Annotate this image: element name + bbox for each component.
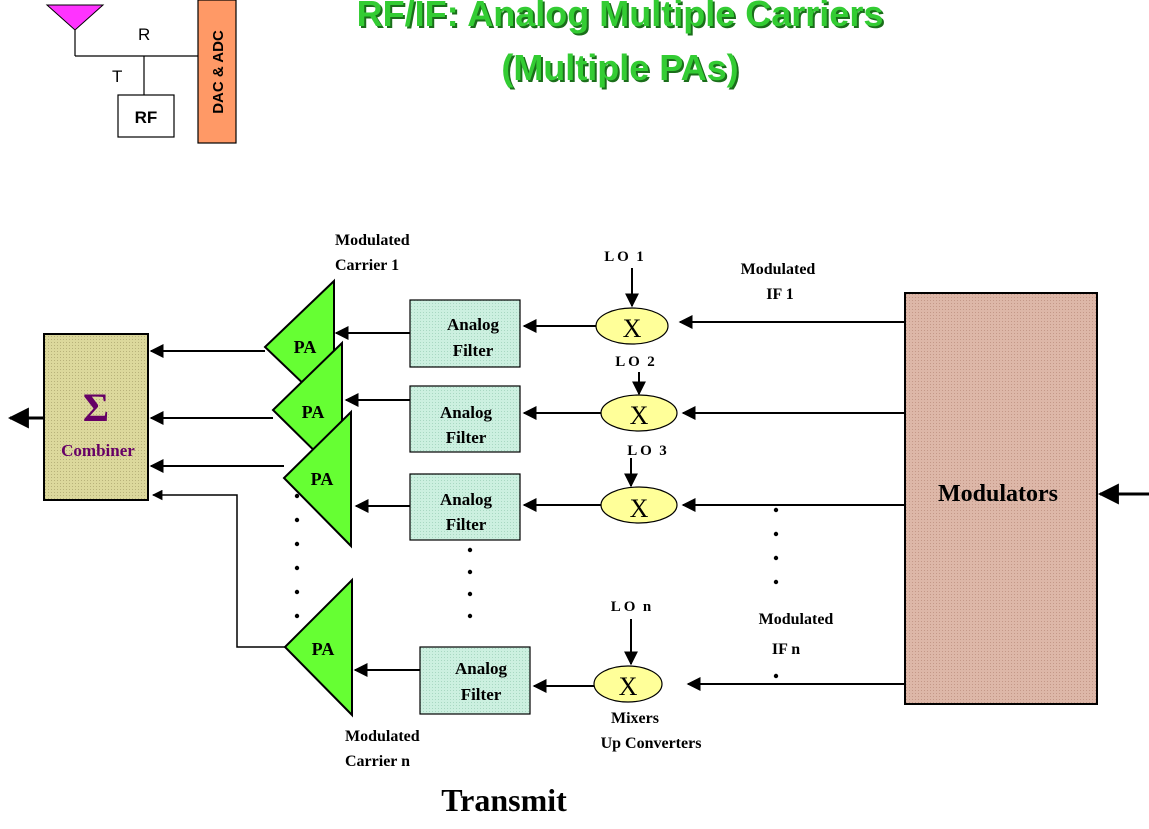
modulated-if-n-line2: IF n xyxy=(772,641,800,658)
combiner-label: Combiner xyxy=(61,441,135,460)
analog-filter-3-line2: Filter xyxy=(446,515,487,534)
modulated-carrier-n-line2: Carrier n xyxy=(345,753,410,770)
dac-adc-label: DAC & ADC xyxy=(210,30,227,114)
transmit-label: Transmit xyxy=(441,782,567,818)
dac-adc-block xyxy=(197,0,237,144)
lo-3-label: L O 3 xyxy=(627,443,667,459)
mixers-label-line2: Up Converters xyxy=(601,735,702,752)
power-amplifier-n xyxy=(283,577,353,718)
page-title-line1: RF/IF: Analog Multiple Carriers xyxy=(357,0,884,34)
power-amplifier-2-label: PA xyxy=(302,402,325,422)
analog-filter-n-line2: Filter xyxy=(461,685,502,704)
analog-filter-3-line1: Analog xyxy=(440,490,492,509)
power-amplifier-n-label: PA xyxy=(312,639,335,659)
analog-filter-n xyxy=(419,646,531,715)
t-label: T xyxy=(112,67,122,86)
mixer-3-symbol: X xyxy=(630,494,649,523)
rf-block xyxy=(117,94,175,138)
ellipsis-dots xyxy=(294,493,779,679)
mixer-2-symbol: X xyxy=(630,401,649,430)
modulators-label: Modulators xyxy=(938,481,1058,507)
analog-filter-2 xyxy=(409,385,521,453)
power-amplifier-3-label: PA xyxy=(311,469,334,489)
sigma-icon: Σ xyxy=(83,385,109,430)
antenna-icon xyxy=(45,4,105,31)
lo-2-label: L O 2 xyxy=(615,354,655,370)
rf-section-icon: R T RF DAC & ADC xyxy=(45,0,237,144)
modulated-carrier-1-line2: Carrier 1 xyxy=(335,257,399,274)
modulated-if-1-line2: IF 1 xyxy=(766,286,793,303)
mixers-label-line1: Mixers xyxy=(611,710,659,727)
analog-filter-2-line1: Analog xyxy=(440,403,492,422)
r-label: R xyxy=(138,25,150,44)
rf-label: RF xyxy=(135,108,158,127)
page-title-line2: (Multiple PAs) xyxy=(501,47,738,88)
combiner-block: Σ Combiner xyxy=(43,333,149,501)
power-amplifier-3 xyxy=(282,409,352,549)
modulated-if-1-line1: Modulated xyxy=(741,261,816,278)
analog-filter-2-line2: Filter xyxy=(446,428,487,447)
analog-filter-n-line1: Analog xyxy=(455,659,507,678)
combiner-n-feed xyxy=(151,489,285,648)
power-amplifier-1-label: PA xyxy=(294,337,317,357)
analog-filter-1-line2: Filter xyxy=(453,341,494,360)
modulated-carrier-1-line1: Modulated xyxy=(335,232,410,249)
modulated-if-n-line1: Modulated xyxy=(759,611,834,628)
lo-1-label: L O 1 xyxy=(604,249,644,265)
page-title-line1-shadow: RF/IF: Analog Multiple Carriers xyxy=(359,0,886,36)
modulators-block: Modulators xyxy=(904,292,1098,705)
analog-filter-1-line1: Analog xyxy=(447,315,499,334)
modulated-carrier-n-line1: Modulated xyxy=(345,728,420,745)
mixer-1-symbol: X xyxy=(623,314,642,343)
analog-filter-3 xyxy=(409,473,521,541)
lo-n-label: L O n xyxy=(611,599,652,615)
page-title-line2-shadow: (Multiple PAs) xyxy=(503,49,740,90)
mixer-n-symbol: X xyxy=(619,672,638,701)
analog-filter-1 xyxy=(409,299,521,368)
mixer-n xyxy=(593,665,663,703)
